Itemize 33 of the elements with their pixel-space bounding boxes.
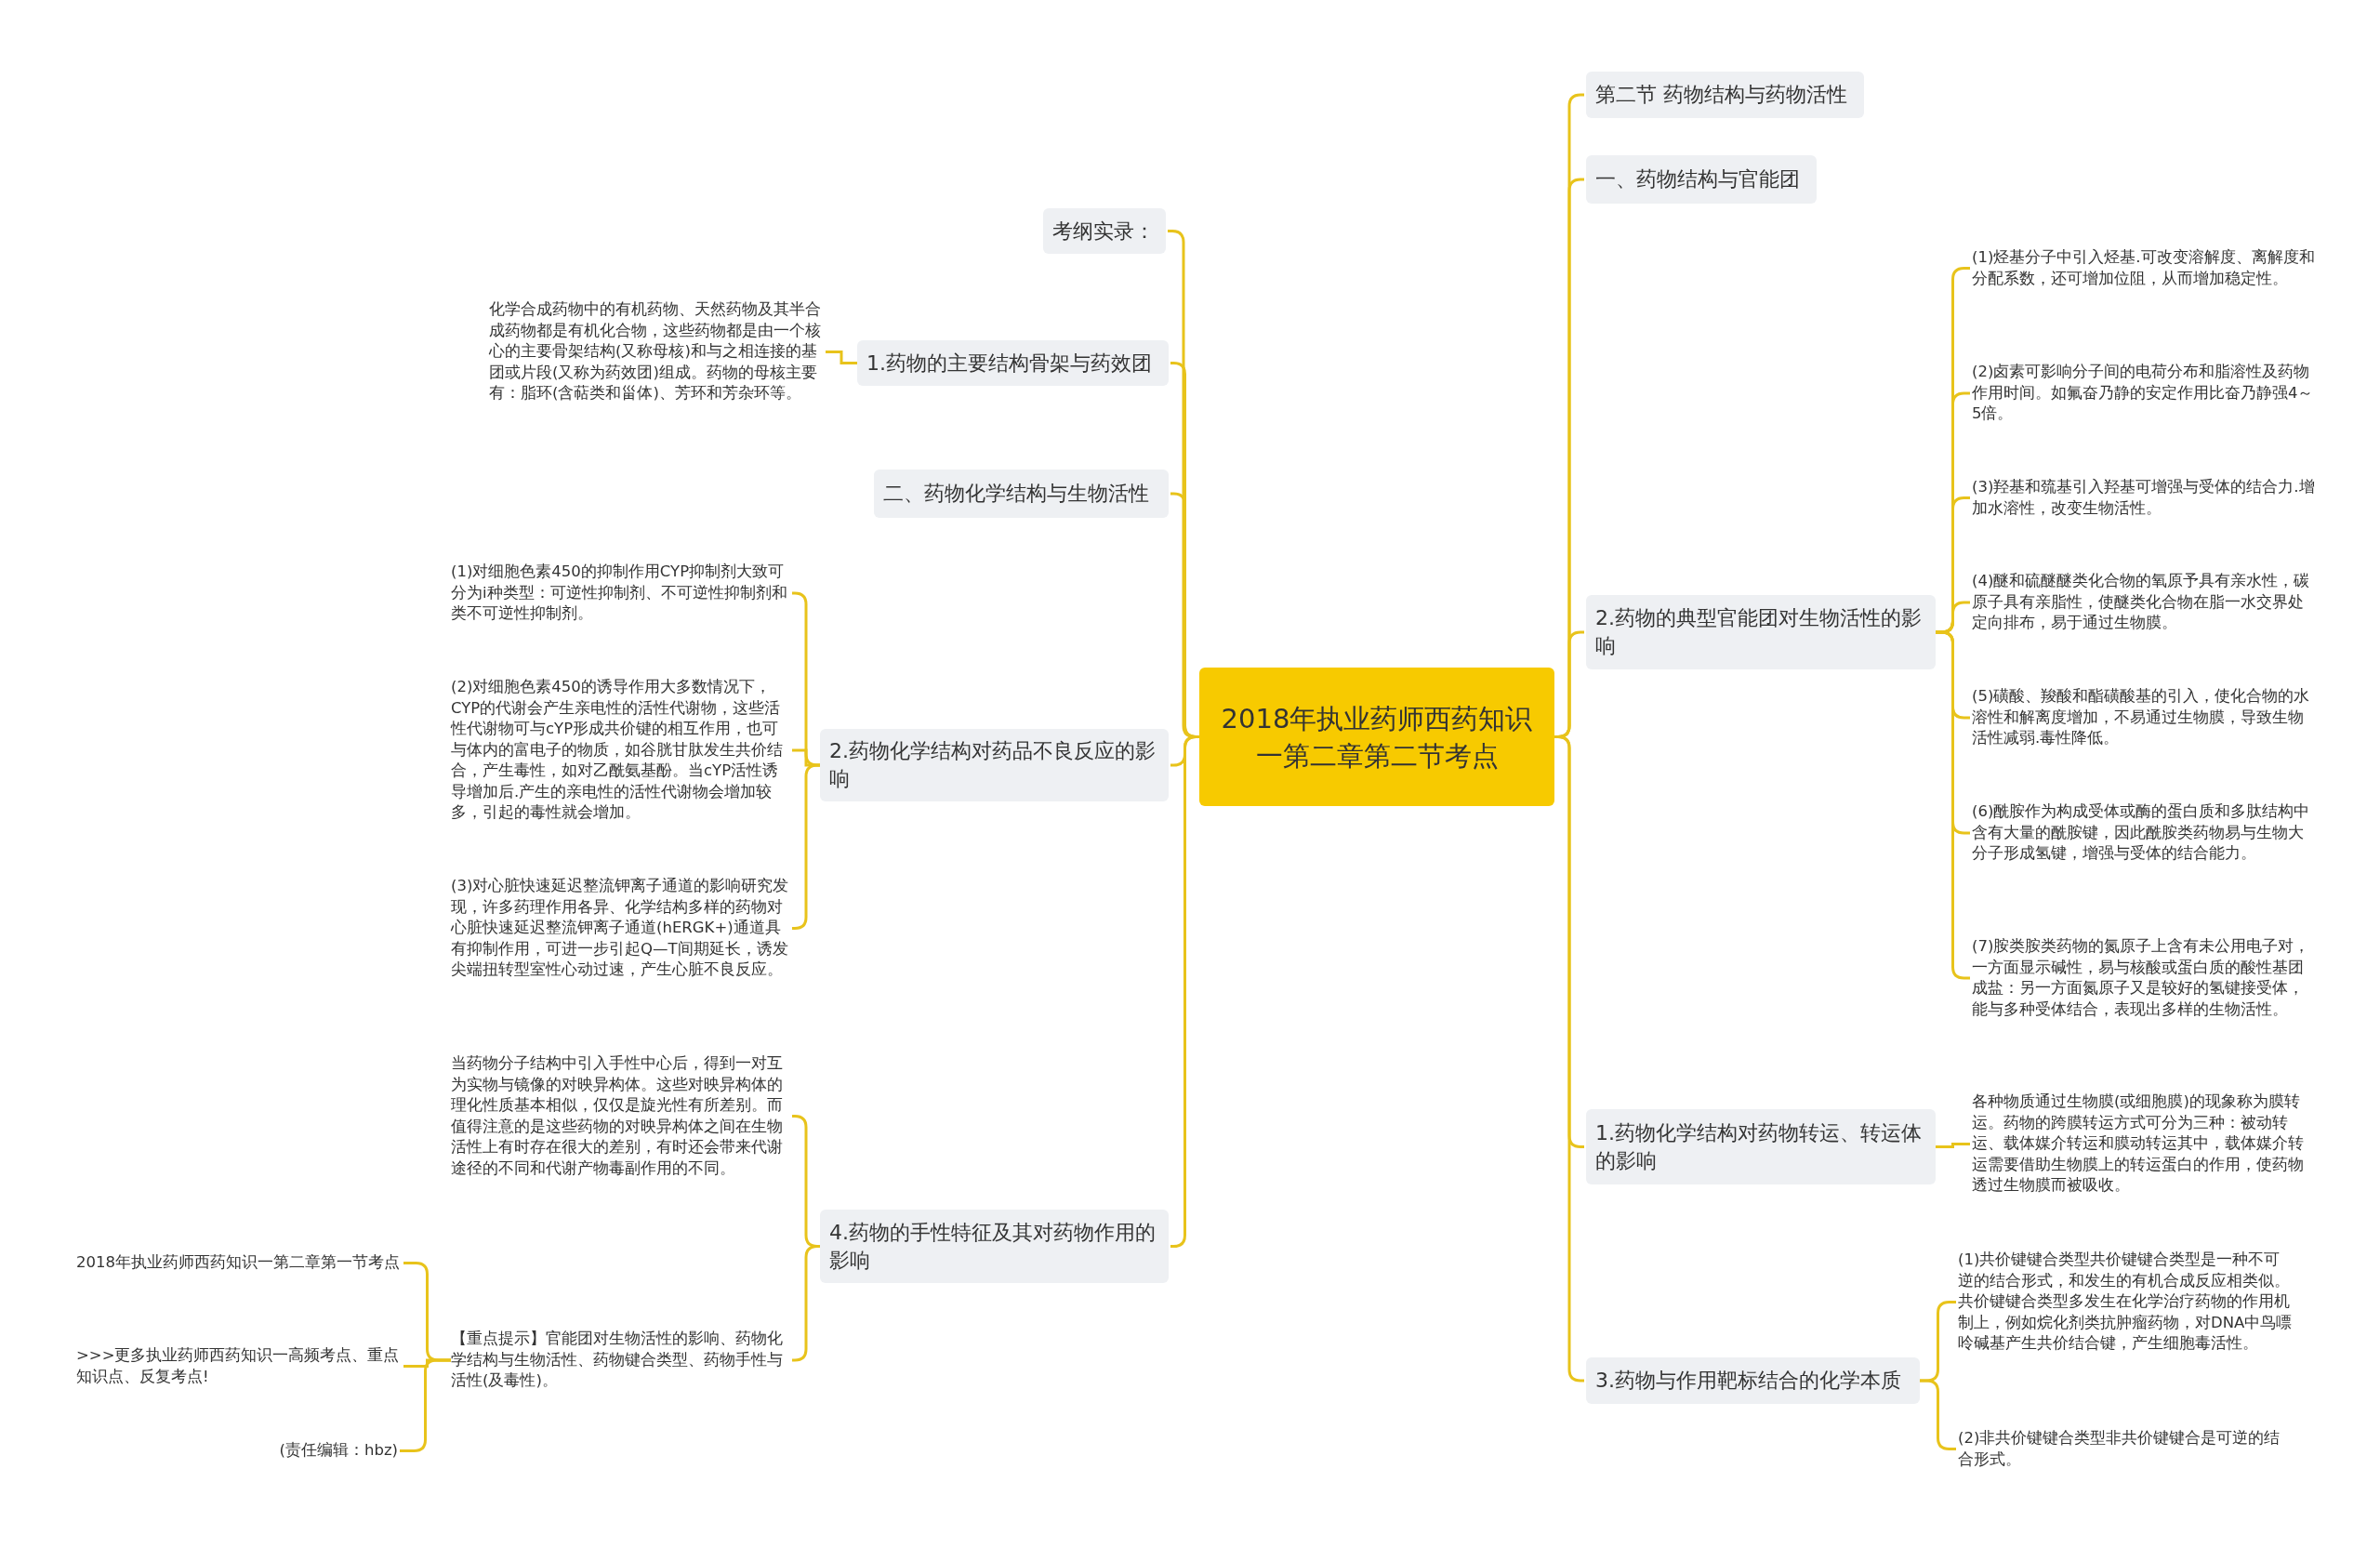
branch-box: 考纲实录：	[1043, 208, 1166, 254]
note-text: (1)烃基分子中引入烃基.可改变溶解度、离解度和分配系数，还可增加位阻，从而增加稳定性。	[1972, 247, 2316, 289]
connector-line	[1936, 1143, 1970, 1148]
note-text: (4)醚和硫醚醚类化合物的氧原予具有亲水性，碳原子具有亲脂性，使醚类化合物在脂一水交界处定向排布，易于通过生物膜。	[1972, 571, 2316, 634]
note-text: 【重点提示】官能团对生物活性的影响、药物化学结构与生物活性、药物键合类型、药物手性与活性(及毒性)。	[451, 1329, 790, 1392]
note-text: (7)胺类胺类药物的氮原子上含有未公用电子对，一方面显示碱性，易与核酸或蛋白质的酸性基团成盐：另一方面氮原子又是较好的氢键接受体，能与多种受体结合，表现出多样的生物活性。	[1972, 936, 2316, 1020]
note-text: 各种物质通过生物膜(或细胞膜)的现象称为膜转运。药物的跨膜转运方式可分为三种：被动转运、载体媒介转运和膜动转运其中，载体媒介转运需要借助生物膜上的转运蛋白的作用，使药物透过生物膜而被吸收。	[1972, 1092, 2316, 1197]
note-text: (1)共价键键合类型共价键键合类型是一种不可逆的结合形式，和发生的有机合成反应相类似。共价键键合类型多发生在化学治疗药物的作用机制上，例如烷化剂类抗肿瘤药物，对DNA中鸟嘌呤碱基产生共价结合键，产生细胞毒活性。	[1958, 1250, 2293, 1355]
branch-box: 二、药物化学结构与生物活性	[874, 470, 1169, 518]
note-text: (责任编辑：hbz)	[251, 1440, 398, 1462]
note-text: >>>更多执业药师西药知识一高频考点、重点知识点、反复考点!	[76, 1345, 402, 1387]
note-text: (2)非共价键键合类型非共价键键合是可逆的结合形式。	[1958, 1428, 2293, 1470]
note-text: 2018年执业药师西药知识一第二章第一节考点	[76, 1252, 402, 1274]
note-text: (6)酰胺作为构成受体或酶的蛋白质和多肽结构中含有大量的酰胺键，因此酰胺类药物易与生物大分子形成氢键，增强与受体的结合能力。	[1972, 801, 2316, 865]
branch-box: 4.药物的手性特征及其对药物作用的影响	[820, 1210, 1169, 1283]
note-text: 化学合成药物中的有机药物、天然药物及其半合成药物都是有机化合物，这些药物都是由一个核心的主要骨架结构(又称母核)和与之相连接的基团或片段(又称为药效团)组成。药物的母核主要有：脂环(含萜类和甾体)、芳环和芳杂环等。	[489, 299, 824, 404]
note-text: (5)磺酸、羧酸和酯磺酸基的引入，使化合物的水溶性和解离度增加，不易通过生物膜，导致生物活性减弱.毒性降低。	[1972, 686, 2316, 749]
branch-box: 第二节 药物结构与药物活性	[1586, 72, 1864, 118]
connector-line	[826, 351, 857, 364]
note-text: (1)对细胞色素450的抑制作用CYP抑制剂大致可分为i种类型：可逆性抑制剂、不可逆性抑制剂和类不可逆性抑制剂。	[451, 562, 790, 625]
branch-box: 一、药物结构与官能团	[1586, 155, 1817, 204]
connector-line	[792, 1245, 820, 1362]
note-text: (3)对心脏快速延迟整流钾离子通道的影响研究发现，许多药理作用各异、化学结构多样的药物对心脏快速延迟整流钾离子通道(hERGK+)通道具有抑制作用，可进一步引起Q—T间期延长，诱发尖端扭转型室性心动过速，产生心脏不良反应。	[451, 876, 790, 981]
note-text: (3)羟基和巯基引入羟基可增强与受体的结合力.增加水溶性，改变生物活性。	[1972, 477, 2316, 519]
branch-box: 1.药物的主要结构骨架与药效团	[857, 340, 1169, 386]
note-text: (2)对细胞色素450的诱导作用大多数情况下，CYP的代谢会产生亲电性的活性代谢物，这些活性代谢物可与cYP形成共价键的相互作用，也可与体内的富电子的物质，如谷胱甘肽发生共价结合，产生毒性，如对乙酰氨基酚。当cYP活性诱导增加后.产生的亲电性的活性代谢物会增加较多，引起的毒性就会增加。	[451, 677, 790, 824]
branch-box: 3.药物与作用靶标结合的化学本质	[1586, 1357, 1920, 1404]
branch-box: 2.药物化学结构对药品不良反应的影响	[820, 729, 1169, 801]
branch-box: 2.药物的典型官能团对生物活性的影响	[1586, 595, 1936, 669]
note-text: (2)卤素可影响分子间的电荷分布和脂溶性及药物作用时间。如氟奋乃静的安定作用比奋乃静强4～5倍。	[1972, 362, 2316, 425]
branch-box: 1.药物化学结构对药物转运、转运体的影响	[1586, 1109, 1936, 1184]
note-text: 当药物分子结构中引入手性中心后，得到一对互为实物与镜像的对映异构体。这些对映异构体的理化性质基本相似，仅仅是旋光性有所差别。而值得注意的是这些药物的对映异构体之间在生物活性上有时存在很大的差别，有时还会带来代谢途径的不同和代谢产物毒副作用的不同。	[451, 1053, 790, 1179]
topic-box: 2018年执业药师西药知识一第二章第二节考点	[1199, 668, 1554, 806]
